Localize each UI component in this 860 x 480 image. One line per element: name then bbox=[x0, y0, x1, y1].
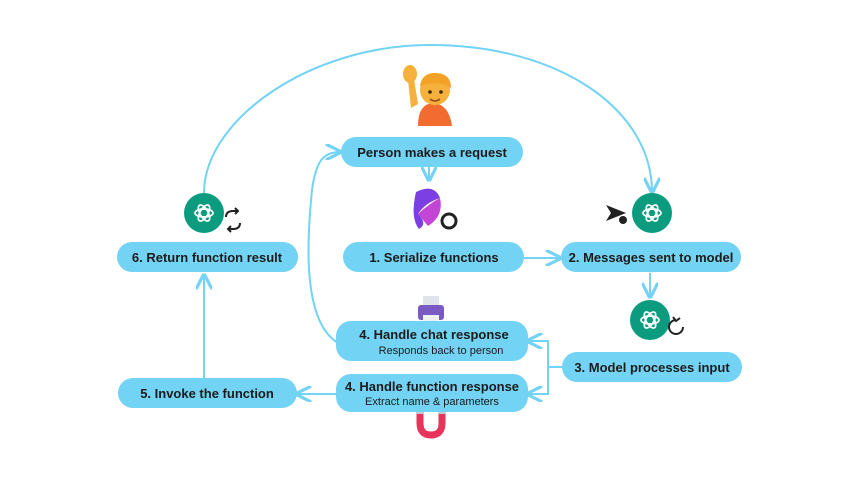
arrow-model-to-chat-response bbox=[528, 341, 562, 368]
printer-icon bbox=[418, 296, 444, 325]
node-chat-response-label: 4. Handle chat response bbox=[359, 327, 509, 342]
node-request-label: Person makes a request bbox=[357, 145, 507, 160]
node-messages: 2. Messages sent to model bbox=[561, 242, 741, 272]
node-invoke-label: 5. Invoke the function bbox=[140, 386, 274, 401]
openai-send-icon bbox=[606, 193, 672, 233]
node-return: 6. Return function result bbox=[117, 242, 298, 272]
node-serialize: 1. Serialize functions bbox=[343, 242, 524, 272]
openai-refresh-icon bbox=[630, 300, 684, 340]
node-chat-response: 4. Handle chat response Responds back to… bbox=[336, 321, 528, 361]
node-invoke: 5. Invoke the function bbox=[118, 378, 297, 408]
arrow-return-to-messages bbox=[203, 43, 652, 193]
node-messages-label: 2. Messages sent to model bbox=[569, 250, 734, 265]
node-function-response-label: 4. Handle function response bbox=[345, 379, 519, 394]
arrow-model-to-function-response bbox=[528, 367, 549, 394]
arrows bbox=[203, 43, 652, 394]
node-return-label: 6. Return function result bbox=[132, 250, 283, 265]
semantic-kernel-logo-icon bbox=[413, 188, 458, 230]
node-process-label: 3. Model processes input bbox=[574, 360, 730, 375]
openai-return-icon bbox=[184, 193, 241, 233]
person-raising-hand-icon bbox=[403, 65, 452, 126]
node-chat-response-sublabel: Responds back to person bbox=[379, 345, 504, 357]
arrow-chat-response-to-request bbox=[307, 152, 340, 344]
node-function-response: 4. Handle function response Extract name… bbox=[336, 374, 528, 412]
magnet-icon bbox=[416, 408, 446, 439]
node-function-response-sublabel: Extract name & parameters bbox=[365, 396, 499, 408]
node-serialize-label: 1. Serialize functions bbox=[369, 250, 498, 265]
node-request: Person makes a request bbox=[341, 137, 523, 167]
node-process: 3. Model processes input bbox=[562, 352, 742, 382]
